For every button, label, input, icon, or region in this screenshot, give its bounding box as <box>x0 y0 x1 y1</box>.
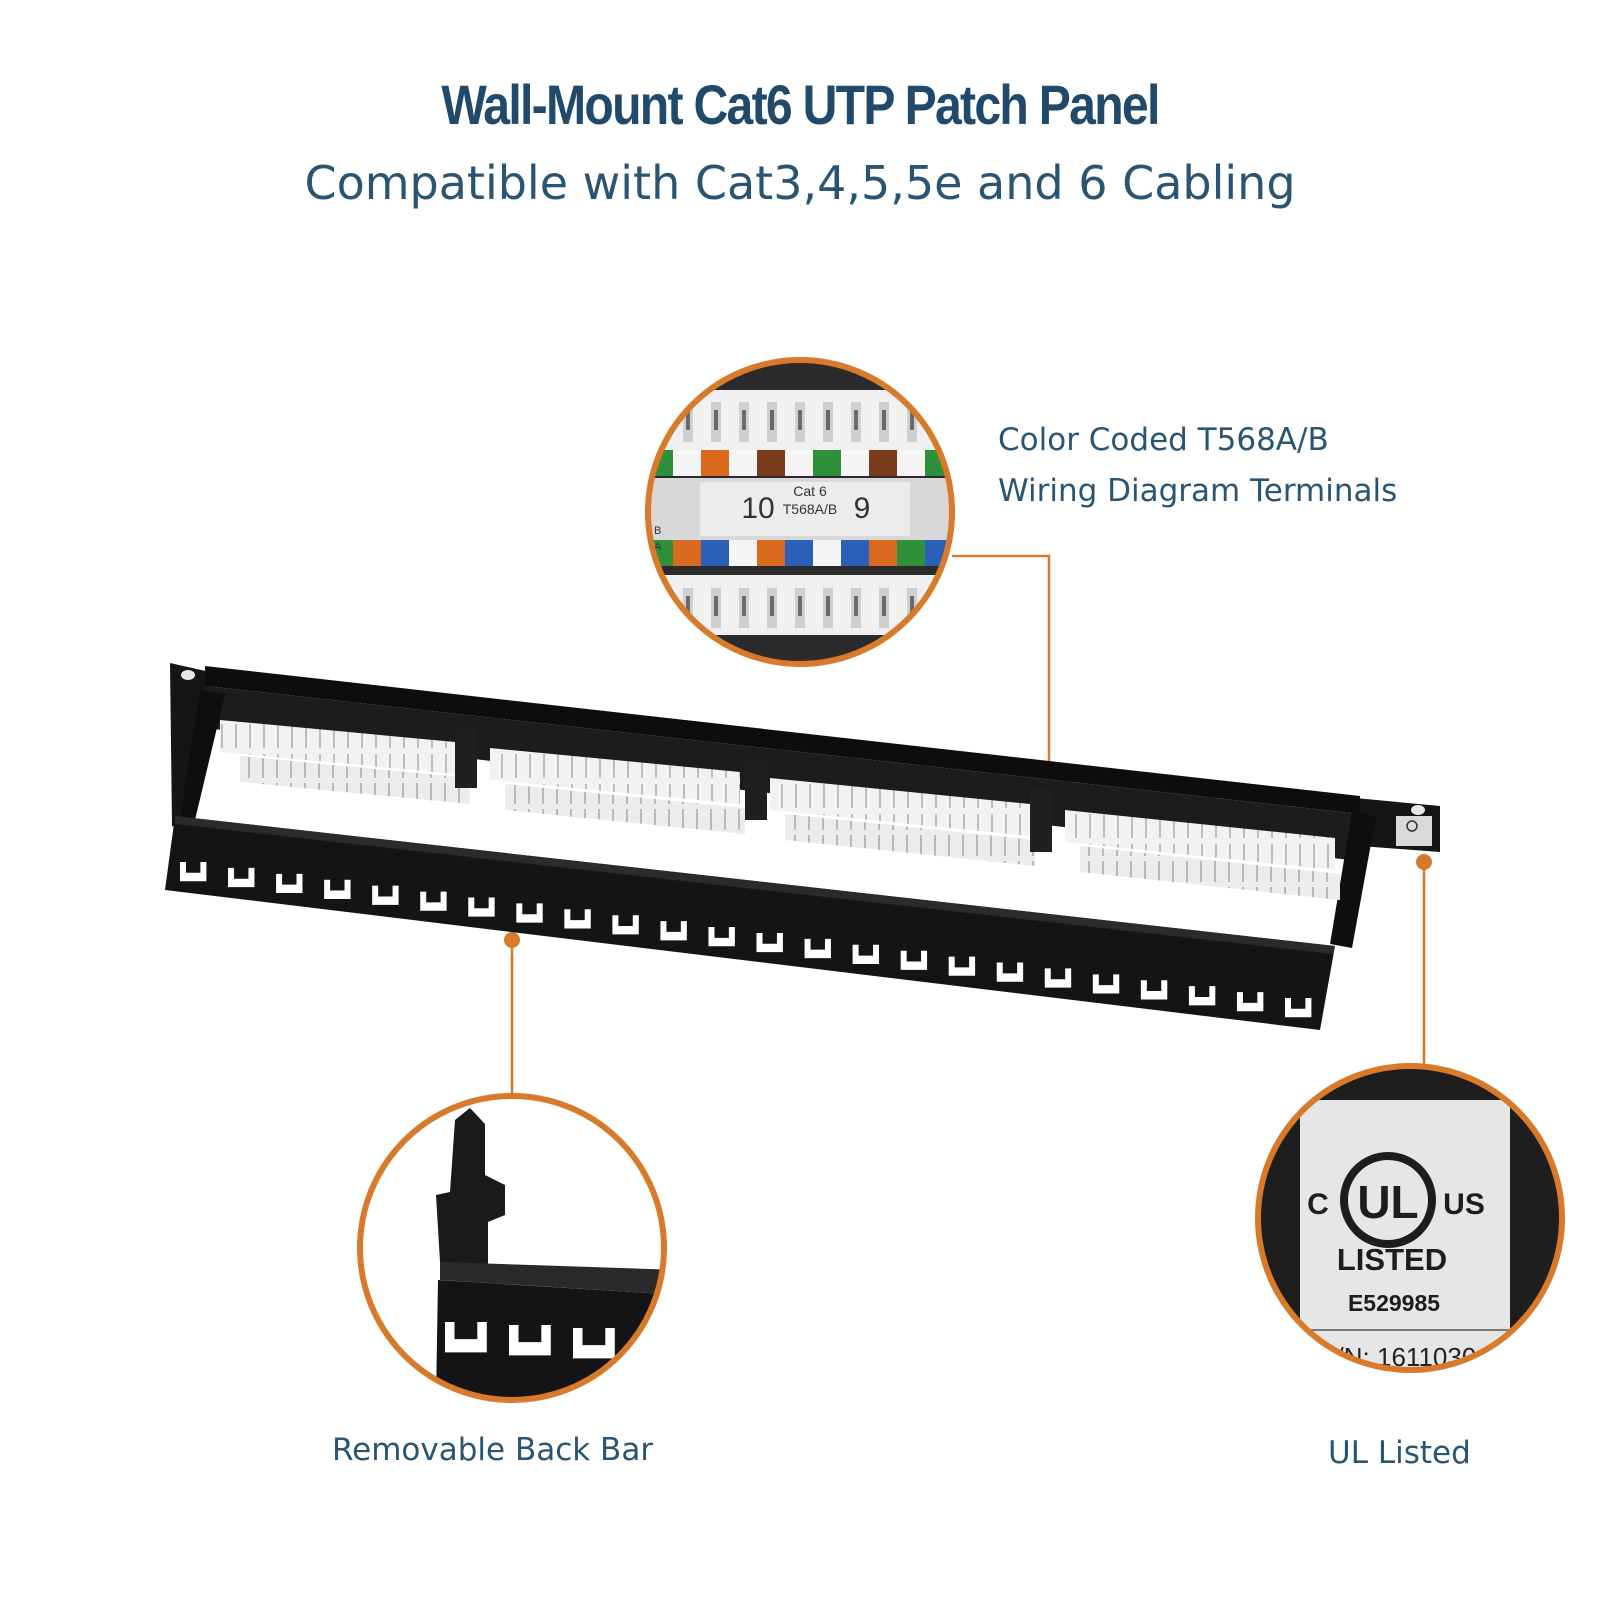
ul-listed-text: LISTED <box>1337 1242 1447 1277</box>
cable-slots <box>180 862 1312 1018</box>
ul-callout-label: UL Listed <box>1328 1435 1471 1471</box>
wire-color-block <box>673 540 701 566</box>
wire-color-block <box>841 450 869 476</box>
wire-color-block <box>897 540 925 566</box>
cable-slot <box>1188 986 1216 1006</box>
cable-slot-zoom <box>573 1328 615 1359</box>
cable-slot <box>516 903 543 923</box>
ul-logo <box>1340 1152 1436 1248</box>
cable-slot <box>1236 992 1264 1012</box>
pair-label-a: A <box>654 541 662 553</box>
back-bar-callout-label: Removable Back Bar <box>332 1432 654 1468</box>
wire-color-block <box>701 450 729 476</box>
terminal-tooth <box>655 588 665 628</box>
cable-slot <box>324 879 351 899</box>
terminal-tooth <box>655 402 665 442</box>
cable-slot <box>1044 968 1072 988</box>
port-number-left: 10 <box>741 492 774 525</box>
cable-slot <box>276 873 303 894</box>
cable-slot <box>948 956 976 976</box>
pair-label-b: B <box>654 525 661 537</box>
port-number-right: 9 <box>854 492 871 525</box>
left-mount-bracket <box>170 663 212 830</box>
page-subtitle: Compatible with Cat3,4,5,5e and 6 Cablin… <box>304 156 1296 210</box>
color-code-lower <box>648 540 952 566</box>
color-code-upper <box>648 450 952 476</box>
cable-slot <box>468 897 495 917</box>
terminals-callout-line2: Wiring Diagram Terminals <box>998 473 1398 509</box>
cable-slot <box>996 962 1024 982</box>
ul-mark-ul: UL <box>1357 1176 1418 1228</box>
wire-color-block <box>813 540 841 566</box>
terminals-callout-text: Color Coded T568A/B Wiring Diagram Termi… <box>998 415 1397 517</box>
leader-dot-ul <box>1416 854 1432 870</box>
cable-slot <box>1140 980 1168 1000</box>
wiring-standard-label: T568A/B <box>783 501 837 517</box>
cable-slot <box>900 950 928 970</box>
terminal-tooth <box>935 588 945 628</box>
cable-slot-zoom <box>637 1331 664 1362</box>
terminals-callout-line1: Color Coded T568A/B <box>998 422 1329 458</box>
wire-color-block <box>841 540 869 566</box>
ul-mark-c: C <box>1307 1188 1329 1221</box>
cable-slot <box>228 867 255 888</box>
cable-slot-zoom <box>445 1322 487 1353</box>
cable-slot <box>180 862 207 882</box>
patch-panel <box>165 663 1440 1030</box>
cable-slot <box>564 909 591 929</box>
cable-slot <box>420 891 447 911</box>
cable-slot <box>372 885 399 905</box>
callout-leader-lines <box>510 554 1426 1096</box>
terminals-magnifier: 10 Cat 6 T568A/B 9 B A <box>645 357 955 667</box>
cable-slot <box>756 932 783 953</box>
wire-color-block <box>729 450 757 476</box>
wire-color-block <box>813 450 841 476</box>
ul-file-number: E529985 <box>1348 1290 1440 1316</box>
wire-color-block <box>897 450 925 476</box>
wire-color-block <box>757 450 785 476</box>
ul-label-card <box>1300 1100 1510 1370</box>
leader-dot-back-bar <box>504 932 520 948</box>
cable-slot <box>660 921 687 941</box>
cable-slot <box>708 927 735 947</box>
wire-color-block <box>785 450 813 476</box>
cable-slot <box>804 938 831 959</box>
back-bar <box>165 816 1335 1030</box>
terminal-tooth <box>935 402 945 442</box>
wire-color-block <box>785 540 813 566</box>
wire-color-block <box>869 540 897 566</box>
cable-slot-zoom <box>509 1325 551 1356</box>
punch-down-terminal-blocks <box>220 720 1340 900</box>
cable-slot <box>1285 998 1312 1018</box>
panel-top-rail <box>205 666 1360 814</box>
wire-color-block <box>757 540 785 566</box>
cable-slot <box>612 915 639 935</box>
back-bar-magnifier <box>357 1093 667 1403</box>
cable-slot <box>852 944 880 964</box>
ul-magnifier: UL C US LISTED E529985 P/N: 16110304 <box>1255 1063 1565 1373</box>
ul-mark-us: US <box>1443 1188 1485 1221</box>
wire-color-block <box>869 450 897 476</box>
wire-color-block <box>673 450 701 476</box>
wire-color-block <box>729 540 757 566</box>
cat-label: Cat 6 <box>793 483 827 499</box>
wire-color-block <box>701 540 729 566</box>
page-title: Wall-Mount Cat6 UTP Patch Panel <box>441 73 1160 136</box>
cable-slot <box>1092 974 1120 994</box>
